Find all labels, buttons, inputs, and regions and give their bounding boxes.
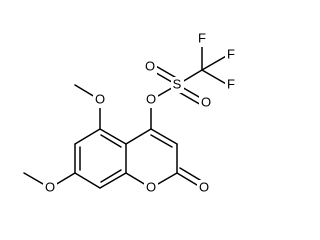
svg-text:O: O <box>145 58 155 73</box>
atom-o-sulfonyl-a: O <box>199 94 213 111</box>
bond-c4a-c5-inner <box>100 134 122 148</box>
atom-f-right: F <box>225 46 237 63</box>
svg-text:F: F <box>227 76 235 91</box>
atom-o-carbonyl: O <box>197 179 211 196</box>
atom-o-methoxy5: O <box>93 91 107 108</box>
svg-text:F: F <box>227 46 235 61</box>
chemical-structure-diagram: O O O O O S O O <box>23 30 237 196</box>
atom-o-methoxy7: O <box>43 179 57 196</box>
bond-c-f-left <box>201 54 229 71</box>
svg-text:O: O <box>146 91 156 106</box>
svg-text:O: O <box>45 179 55 194</box>
atom-s: S <box>171 76 184 93</box>
bond-s-o-a-double <box>176 90 204 107</box>
svg-text:O: O <box>146 179 156 194</box>
atom-f-bottom: F <box>225 76 237 93</box>
bond-c4-c3 <box>150 128 178 145</box>
bond-c8-c8a <box>99 172 127 189</box>
bond-c4a-c5 <box>99 128 127 145</box>
bond-c4a-c4 <box>125 128 152 145</box>
bond-c-f-right <box>201 69 229 86</box>
svg-text:O: O <box>199 179 209 194</box>
bonds <box>23 40 229 189</box>
atom-labels: O O O O O S O O <box>43 30 237 196</box>
svg-text:S: S <box>173 76 182 91</box>
bond-c4-c3-inner <box>150 134 173 148</box>
bond-c5-c6 <box>74 128 101 145</box>
atom-o-ester: O <box>144 91 158 108</box>
svg-text:O: O <box>201 94 211 109</box>
bond-c8-c8a-inner <box>100 169 122 183</box>
atom-o-ring: O <box>144 179 158 196</box>
bond-c7-c8 <box>74 172 101 189</box>
svg-text:F: F <box>198 30 206 45</box>
svg-text:O: O <box>95 91 105 106</box>
atom-f-top: F <box>196 30 208 47</box>
atom-o-sulfonyl-b: O <box>143 58 157 75</box>
